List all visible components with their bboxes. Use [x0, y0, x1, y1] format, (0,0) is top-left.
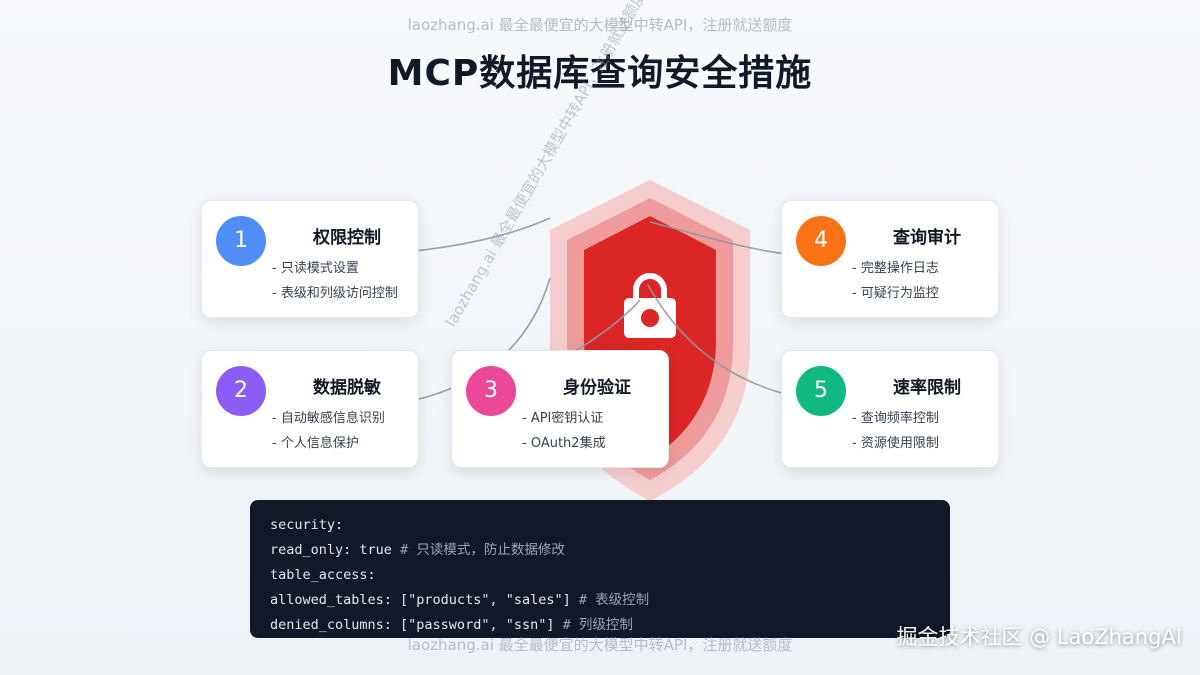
code-comment: # 表级控制 — [578, 592, 650, 608]
card-number-badge: 4 — [796, 216, 846, 266]
card-title: 权限控制 — [313, 228, 381, 248]
card-item: - 只读模式设置 — [272, 261, 359, 276]
card-item: - 完整操作日志 — [852, 261, 939, 276]
page-title: MCP数据库查询安全措施 — [387, 53, 813, 94]
card-authentication: 3 身份验证 - API密钥认证 - OAuth2集成 — [451, 350, 669, 468]
code-line: table_access: — [270, 564, 930, 589]
code-line: read_only: true # 只读模式，防止数据修改 — [270, 539, 930, 564]
card-item: - 可疑行为监控 — [852, 286, 939, 301]
card-number-badge: 3 — [466, 366, 516, 416]
card-title: 速率限制 — [893, 378, 961, 398]
code-text: denied_columns: ["password", "ssn"] — [270, 617, 555, 633]
card-number-badge: 1 — [216, 216, 266, 266]
card-permission-control: 1 权限控制 - 只读模式设置 - 表级和列级访问控制 — [201, 200, 419, 318]
card-title: 查询审计 — [893, 228, 961, 248]
code-text: table_access: — [270, 567, 376, 583]
code-text: security: — [270, 517, 344, 533]
code-comment: # 只读模式，防止数据修改 — [400, 542, 565, 558]
brand-watermark: 掘金技术社区 @ LaoZhangAI — [896, 625, 1182, 649]
card-item: - 查询频率控制 — [852, 411, 939, 426]
card-number-badge: 5 — [796, 366, 846, 416]
card-item: - API密钥认证 — [522, 411, 604, 426]
card-title: 数据脱敏 — [313, 378, 381, 398]
card-rate-limiting: 5 速率限制 - 查询频率控制 - 资源使用限制 — [781, 350, 999, 468]
card-item: - 个人信息保护 — [272, 436, 359, 451]
card-data-masking: 2 数据脱敏 - 自动敏感信息识别 - 个人信息保护 — [201, 350, 419, 468]
watermark-bottom: laozhang.ai 最全最便宜的大模型中转API，注册就送额度 — [407, 636, 793, 654]
card-item: - 自动敏感信息识别 — [272, 411, 385, 426]
card-number-badge: 2 — [216, 366, 266, 416]
watermark-top: laozhang.ai 最全最便宜的大模型中转API，注册就送额度 — [407, 16, 793, 34]
code-text: allowed_tables: ["products", "sales"] — [270, 592, 571, 608]
card-item: - 资源使用限制 — [852, 436, 939, 451]
card-item: - OAuth2集成 — [522, 436, 606, 451]
card-item: - 表级和列级访问控制 — [272, 286, 398, 301]
code-comment: # 列级控制 — [562, 617, 633, 633]
config-code-block: security: read_only: true # 只读模式，防止数据修改 … — [250, 500, 950, 638]
code-line: denied_columns: ["password", "ssn"] # 列级… — [270, 614, 930, 639]
code-line: security: — [270, 514, 930, 539]
code-line: allowed_tables: ["products", "sales"] # … — [270, 589, 930, 614]
code-text: read_only: true — [270, 542, 392, 558]
card-title: 身份验证 — [563, 378, 631, 398]
card-query-audit: 4 查询审计 - 完整操作日志 - 可疑行为监控 — [781, 200, 999, 318]
